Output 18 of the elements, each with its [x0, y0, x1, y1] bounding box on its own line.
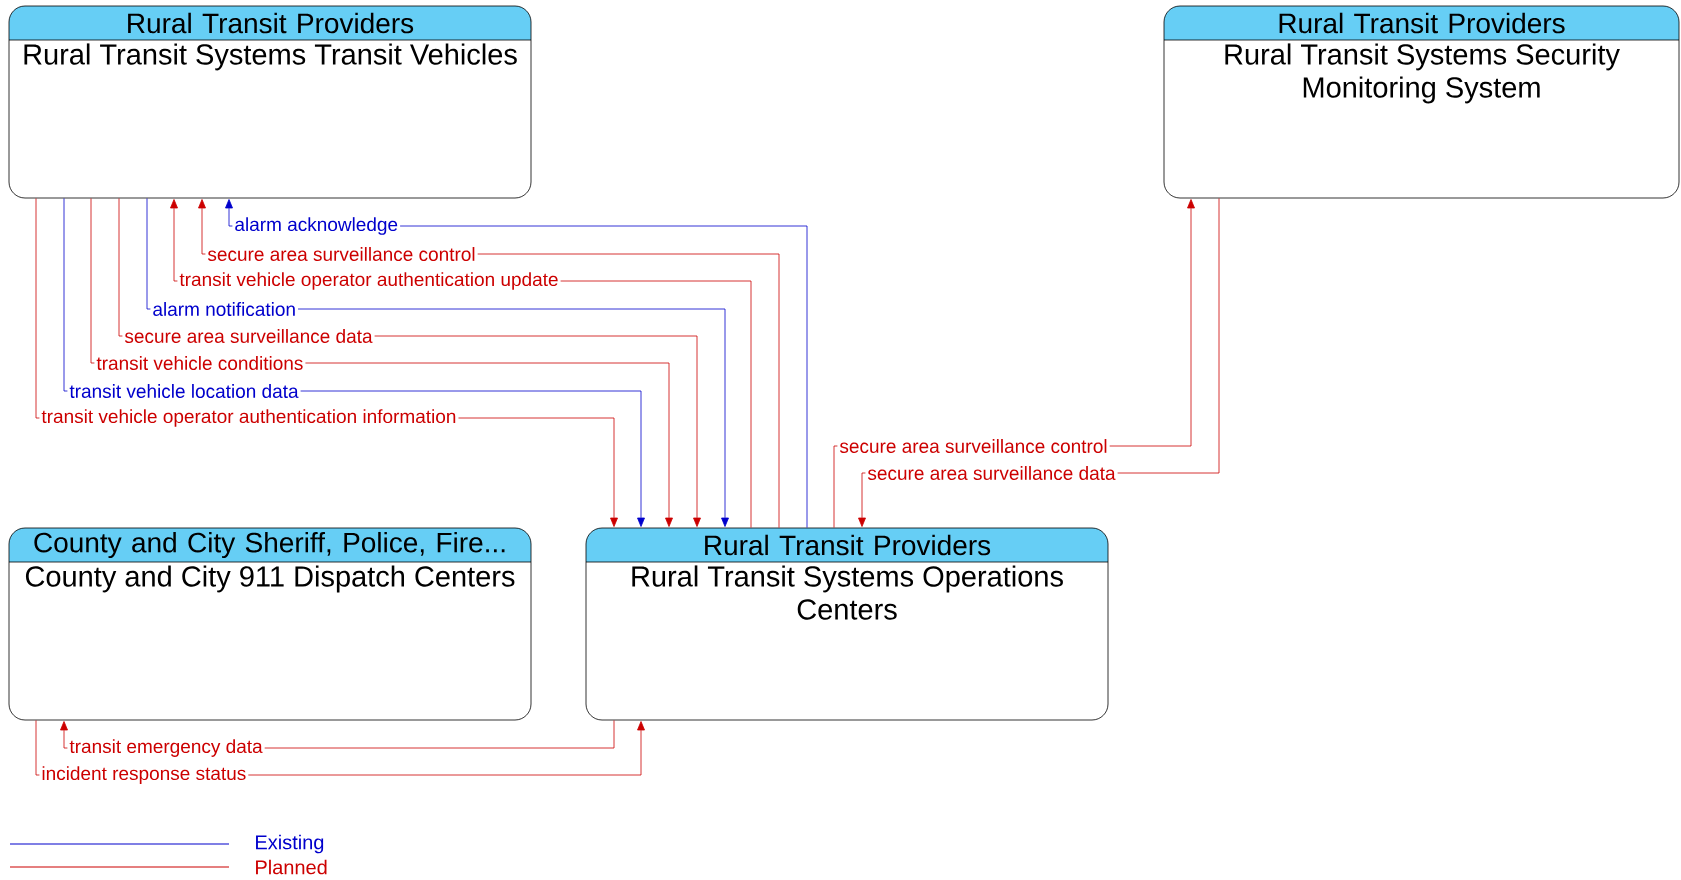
edge-label: alarm acknowledge [232, 215, 401, 237]
edge-label: alarm notification [150, 300, 299, 318]
edge-label: secure area surveillance control [205, 245, 478, 263]
edge-label: transit vehicle location data [67, 382, 301, 400]
system-box: Rural Transit Providers Rural Transit Systems Transit Vehicles [8, 5, 532, 199]
edge-label: transit vehicle conditions [94, 354, 306, 372]
edge-label: transit vehicle operator authentication information [39, 407, 459, 429]
edge-label: secure area surveillance control [837, 437, 1110, 455]
legend-text: Existing [256, 834, 324, 854]
edge-label: transit emergency data [67, 737, 265, 759]
edge-label: incident response status [39, 764, 249, 786]
system-box: County and City Sheriff, Police, Fire... County and City 911 Dispatch Centers [8, 527, 532, 721]
legend-text: Planned [256, 859, 327, 875]
edge-label: secure area surveillance data [122, 327, 375, 345]
edge-label: transit vehicle operator authentication update [177, 270, 561, 292]
edge-label: secure area surveillance data [865, 464, 1118, 482]
system-box: Rural Transit Providers Rural Transit Systems Security Monitoring System [1163, 5, 1680, 199]
system-box: Rural Transit Providers Rural Transit Systems Operations Centers [585, 527, 1109, 721]
